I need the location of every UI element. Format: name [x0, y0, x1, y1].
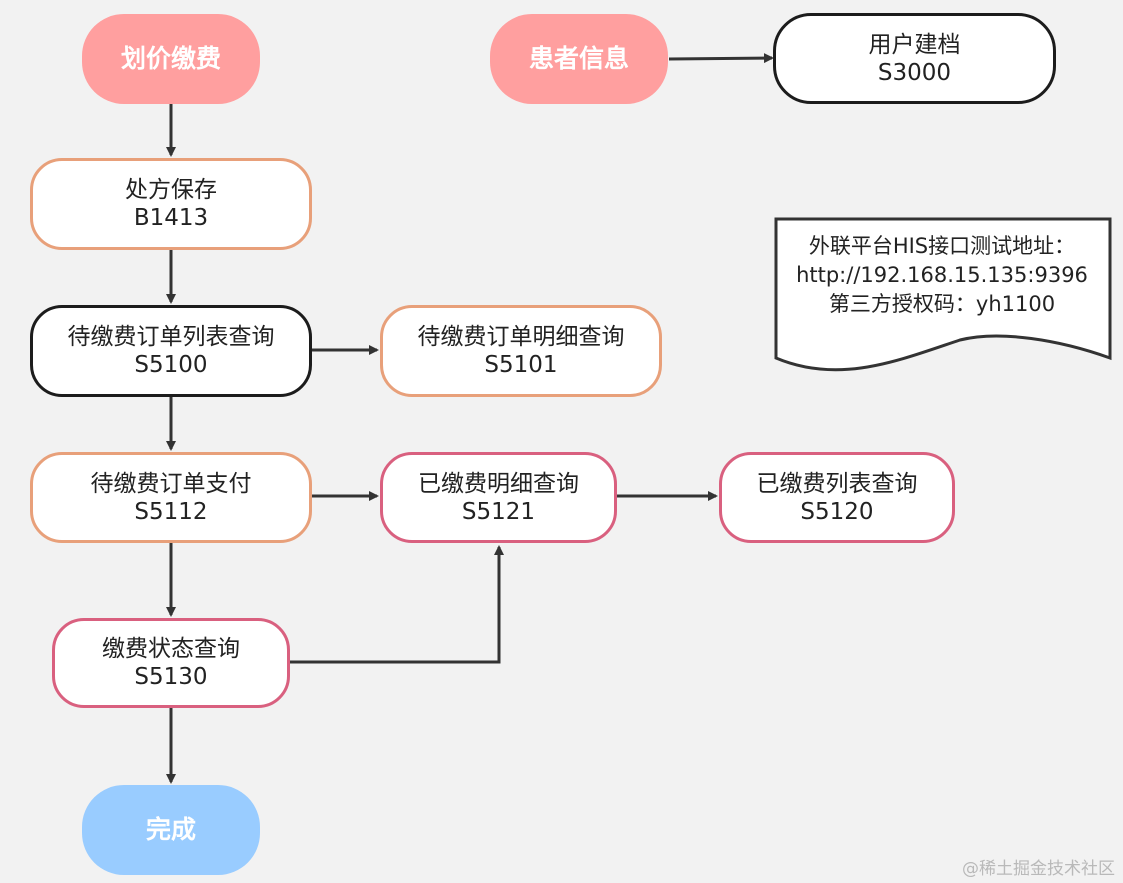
- pricing-label: 划价缴费: [120, 44, 221, 73]
- paid-list-query-code: S5120: [800, 498, 874, 525]
- note-shape: [774, 217, 1112, 372]
- patient-info-label: 患者信息: [528, 44, 629, 73]
- payment-status-query-node[interactable]: 缴费状态查询 S5130: [52, 618, 290, 708]
- note-line-3: 第三方授权码：yh1100: [828, 292, 1056, 316]
- pending-pay-node[interactable]: 待缴费订单支付 S5112: [30, 452, 312, 543]
- pending-pay-title: 待缴费订单支付: [90, 470, 252, 497]
- prescription-save-node[interactable]: 处方保存 B1413: [30, 158, 312, 250]
- pending-detail-query-code: S5101: [484, 352, 558, 378]
- done-end-node[interactable]: 完成: [82, 785, 260, 875]
- note-line-2: http://192.168.15.135:9396: [796, 263, 1088, 287]
- paid-list-query-node[interactable]: 已缴费列表查询 S5120: [719, 452, 955, 543]
- patient-info-node[interactable]: 患者信息: [490, 14, 668, 104]
- payment-status-query-title: 缴费状态查询: [102, 636, 240, 662]
- payment-status-query-code: S5130: [134, 664, 208, 690]
- pricing-start-node[interactable]: 划价缴费: [82, 14, 260, 104]
- pending-list-query-code: S5100: [134, 352, 208, 378]
- note-text: 外联平台HIS接口测试地址： http://192.168.15.135:939…: [778, 232, 1106, 319]
- user-profile-node[interactable]: 用户建档 S3000: [773, 13, 1056, 104]
- prescription-save-title: 处方保存: [125, 177, 217, 203]
- prescription-save-code: B1413: [133, 205, 209, 231]
- pending-list-query-title: 待缴费订单列表查询: [67, 324, 275, 350]
- pending-pay-code: S5112: [134, 498, 208, 525]
- user-profile-code: S3000: [877, 59, 952, 86]
- pending-list-query-node[interactable]: 待缴费订单列表查询 S5100: [30, 305, 312, 397]
- done-label: 完成: [145, 815, 196, 844]
- pending-detail-query-title: 待缴费订单明细查询: [417, 324, 625, 350]
- paid-detail-query-node[interactable]: 已缴费明细查询 S5121: [380, 452, 617, 543]
- paid-detail-query-code: S5121: [461, 498, 536, 525]
- arrow-patient-info-to-user-profile: [668, 53, 774, 64]
- paid-list-query-title: 已缴费列表查询: [756, 470, 918, 497]
- watermark: @稀土掘金技术社区: [962, 859, 1115, 879]
- pending-detail-query-node[interactable]: 待缴费订单明细查询 S5101: [380, 305, 662, 397]
- note-line-1: 外联平台HIS接口测试地址：: [808, 234, 1076, 258]
- user-profile-title: 用户建档: [868, 31, 961, 58]
- arrow-payment-status-to-paid-detail: [290, 545, 504, 664]
- paid-detail-query-title: 已缴费明细查询: [418, 470, 579, 497]
